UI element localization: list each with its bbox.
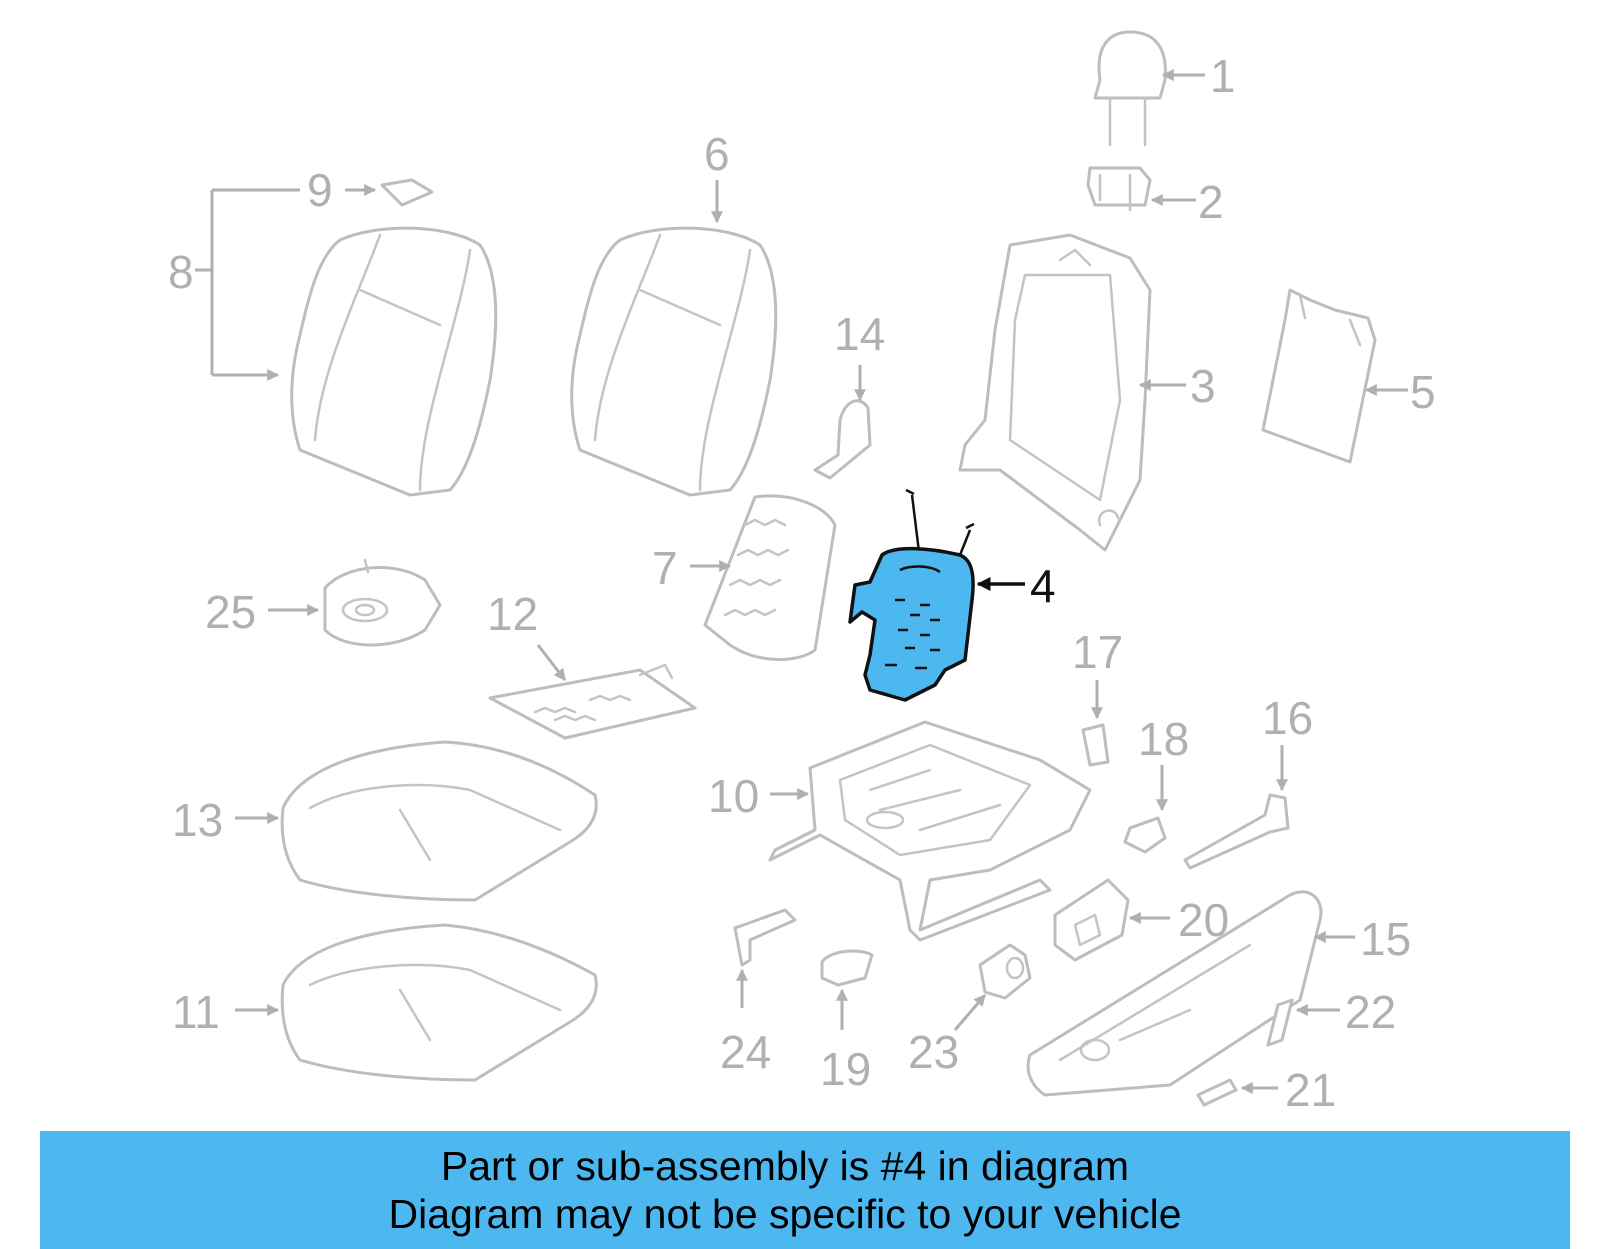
svg-text:1: 1 xyxy=(1210,50,1236,102)
part-14-bracket[interactable] xyxy=(813,399,872,480)
svg-text:23: 23 xyxy=(908,1026,959,1078)
callout-3: 3 xyxy=(1138,360,1216,412)
part-13-cushion-cover[interactable] xyxy=(280,740,598,902)
part-6-seatback-cover[interactable] xyxy=(570,226,778,497)
part-11-cushion-pad[interactable] xyxy=(280,923,598,1082)
callout-19: 19 xyxy=(820,988,871,1095)
svg-text:14: 14 xyxy=(834,308,885,360)
svg-text:21: 21 xyxy=(1285,1064,1336,1116)
svg-text:19: 19 xyxy=(820,1043,871,1095)
svg-text:5: 5 xyxy=(1410,366,1436,418)
part-23-switch[interactable] xyxy=(978,943,1032,1000)
part-7-back-heater[interactable] xyxy=(703,494,837,661)
caption-line-2: Diagram may not be specific to your vehi… xyxy=(388,1191,1182,1237)
part-22-switch-knob[interactable] xyxy=(1266,998,1294,1047)
callout-24: 24 xyxy=(720,968,771,1078)
callout-12: 12 xyxy=(487,588,567,681)
svg-text:16: 16 xyxy=(1262,692,1313,744)
part-20-motor[interactable] xyxy=(1053,878,1130,962)
svg-text:9: 9 xyxy=(307,164,333,216)
callout-8: 8 xyxy=(168,188,300,375)
callout-1: 1 xyxy=(1161,50,1236,102)
svg-text:15: 15 xyxy=(1360,913,1411,965)
part-21-switch-knob[interactable] xyxy=(1196,1078,1238,1107)
svg-text:22: 22 xyxy=(1345,986,1396,1038)
caption-line-1: Part or sub-assembly is #4 in diagram xyxy=(440,1143,1130,1189)
svg-text:8: 8 xyxy=(168,246,194,298)
callout-10: 10 xyxy=(708,770,810,822)
callout-4: 4 xyxy=(976,560,1056,612)
svg-text:3: 3 xyxy=(1190,360,1216,412)
part-15-side-shield[interactable] xyxy=(1026,890,1323,1097)
svg-text:11: 11 xyxy=(172,986,220,1038)
part-25-speaker[interactable] xyxy=(323,558,442,647)
callout-20: 20 xyxy=(1128,894,1229,946)
part-18-clip[interactable] xyxy=(1123,816,1167,854)
svg-text:13: 13 xyxy=(172,794,223,846)
part-19-bracket[interactable] xyxy=(820,949,874,987)
callout-18: 18 xyxy=(1138,713,1189,812)
svg-text:18: 18 xyxy=(1138,713,1189,765)
part-17-clip[interactable] xyxy=(1081,723,1110,767)
part-4-lumbar-support[interactable] xyxy=(848,488,975,702)
svg-text:7: 7 xyxy=(652,542,678,594)
part-24-trim[interactable] xyxy=(733,908,797,967)
callout-21: 21 xyxy=(1240,1064,1336,1116)
svg-text:17: 17 xyxy=(1072,626,1123,678)
callout-14: 14 xyxy=(834,308,885,402)
callout-17: 17 xyxy=(1072,626,1123,720)
callout-23: 23 xyxy=(908,994,987,1078)
callout-13: 13 xyxy=(172,794,280,846)
callout-25: 25 xyxy=(205,586,320,638)
svg-text:4: 4 xyxy=(1030,560,1056,612)
part-16-lever[interactable] xyxy=(1183,793,1290,870)
callout-22: 22 xyxy=(1295,986,1396,1038)
callout-6: 6 xyxy=(704,128,730,224)
svg-text:25: 25 xyxy=(205,586,256,638)
part-5-back-panel[interactable] xyxy=(1261,288,1377,464)
part-8-seatback-cover-assembly[interactable] xyxy=(290,226,498,497)
part-3-seatback-frame[interactable] xyxy=(958,233,1152,552)
caption-banner: Part or sub-assembly is #4 in diagram Di… xyxy=(40,1131,1570,1249)
svg-text:12: 12 xyxy=(487,588,538,640)
part-10-seat-frame[interactable] xyxy=(768,720,1092,942)
svg-text:24: 24 xyxy=(720,1026,771,1078)
parts-diagram: 1 2 3 5 8 9 xyxy=(168,30,1436,1116)
callout-15: 15 xyxy=(1313,913,1411,965)
part-1-headrest[interactable] xyxy=(1093,30,1167,147)
callout-11: 11 xyxy=(172,986,280,1038)
callout-9: 9 xyxy=(307,164,377,216)
callout-7: 7 xyxy=(652,542,732,594)
svg-text:2: 2 xyxy=(1198,176,1224,228)
svg-text:10: 10 xyxy=(708,770,759,822)
callout-2: 2 xyxy=(1150,176,1224,228)
svg-text:6: 6 xyxy=(704,128,730,180)
part-12-cushion-heater[interactable] xyxy=(488,663,697,740)
callout-5: 5 xyxy=(1364,366,1436,418)
callout-16: 16 xyxy=(1262,692,1313,792)
part-2-headrest-guide[interactable] xyxy=(1086,166,1152,212)
part-9-clip[interactable] xyxy=(380,178,434,207)
